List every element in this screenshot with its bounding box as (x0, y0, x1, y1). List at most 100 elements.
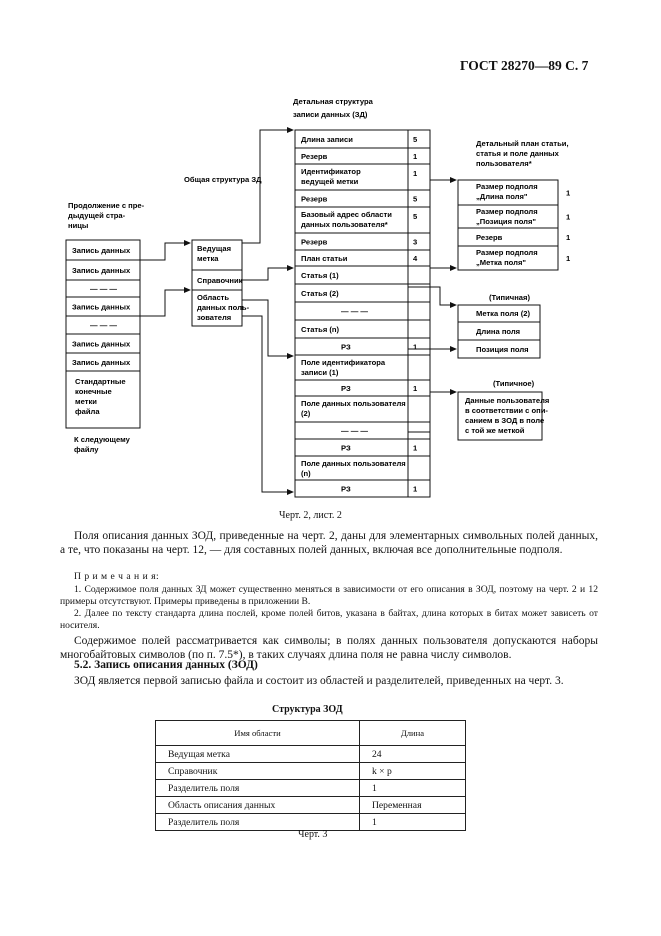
detail-column (294, 129, 431, 498)
entry-label: Метка поля (2) (476, 309, 530, 318)
column-header-area: Имя области (155, 720, 360, 746)
record-label: — — — (90, 285, 117, 294)
continuation-label: Продолжение с пре- (68, 201, 145, 210)
paragraph-1: Поля описания данных ЗОД, приведенные на… (60, 530, 598, 556)
plan-title: пользователя* (476, 159, 532, 168)
detail-field-label: ведущей метки (301, 177, 359, 186)
detail-field-length: 1 (413, 343, 418, 352)
detail-field-label: Резерв (301, 238, 328, 247)
general-structure-title: Общая структура ЗД (184, 175, 262, 184)
middle-label: Область (197, 293, 229, 302)
middle-label: данных поль- (197, 303, 250, 312)
detail-field-label: (2) (301, 409, 311, 418)
continuation-label: дыдущей стра- (68, 211, 126, 220)
user-data-label: санием в ЗОД в поле (465, 416, 544, 425)
continuation-label: ницы (68, 221, 88, 230)
detail-field-label: РЗ (341, 485, 351, 494)
detail-field-label: — — — (341, 307, 368, 316)
table-cell: k × p (358, 762, 467, 780)
detail-field-label: Базовый адрес области (301, 210, 392, 219)
record-label: Запись данных (72, 246, 131, 255)
plan-field-label: „Позиция поля" (476, 217, 536, 226)
detail-field-label: Статья (1) (301, 271, 339, 280)
plan-field-label: „Длина поля" (476, 192, 528, 201)
connector-arrow (140, 240, 191, 261)
table-cell: Разделитель поля (155, 813, 360, 831)
plan-field-label: „Метка поля" (476, 258, 526, 267)
record-label: Запись данных (72, 303, 131, 312)
file-end-label: Стандартные (75, 377, 126, 386)
notes-title: П р и м е ч а н и я: (74, 571, 160, 582)
detail-field-length: 1 (413, 169, 418, 178)
middle-label: метка (197, 254, 219, 263)
plan-field-length: 1 (566, 189, 571, 198)
record-label: — — — (90, 321, 117, 330)
page-header: ГОСТ 28270—89 С. 7 (460, 58, 589, 73)
detail-field-label: РЗ (341, 444, 351, 453)
plan-field-length: 1 (566, 254, 571, 263)
detail-field-length: 5 (413, 195, 418, 204)
connector-arrow (242, 265, 294, 281)
table-title: Структура ЗОД (272, 704, 343, 715)
record-label: Запись данных (72, 358, 131, 367)
detail-field-label: (n) (301, 469, 311, 478)
record-label: Запись данных (72, 340, 131, 349)
note-2: 2. Далее по тексту стандарта длина после… (60, 608, 598, 631)
paragraph-3: ЗОД является первой записью файла и сост… (74, 675, 564, 687)
structure-diagram: Детальная структура записи данных (ЗД) Общ… (65, 97, 571, 498)
user-data-label: с той же меткой (465, 426, 525, 435)
detail-field-length: 1 (413, 384, 418, 393)
plan-field-label: Размер подполя (476, 248, 538, 257)
user-data-label: Данные пользователя (465, 396, 549, 405)
middle-label: зователя (197, 313, 231, 322)
connector-arrow (408, 286, 457, 308)
detailed-structure-title: записи данных (ЗД) (293, 110, 368, 119)
entry-box (457, 304, 541, 359)
paragraph-2: Содержимое полей рассматривается как сим… (60, 635, 598, 661)
detail-field-label: Резерв (301, 195, 328, 204)
detail-field-label: записи (1) (301, 368, 339, 377)
middle-box (191, 289, 243, 327)
table-cell: Область описания данных (155, 796, 360, 814)
detail-field-label: Статья (2) (301, 289, 339, 298)
detail-field-label: Поле данных пользователя (301, 399, 406, 408)
detail-field-length: 4 (413, 254, 418, 263)
connector-arrow (140, 287, 191, 317)
detail-field-label: План статьи (301, 254, 348, 263)
plan-field-label: Размер подполя (476, 182, 538, 191)
figure-caption-2: Черт. 2, лист. 2 (279, 510, 342, 521)
entry-label: Длина поля (476, 327, 520, 336)
plan-title: Детальный план статьи, (476, 139, 569, 148)
detail-field-label: Поле идентификатора (301, 358, 386, 367)
entry-label: Позиция поля (476, 345, 529, 354)
file-end-label: файла (75, 407, 100, 416)
plan-title: статья и поле данных (476, 149, 560, 158)
detail-field-label: РЗ (341, 384, 351, 393)
plan-box (457, 179, 559, 271)
typical-label: (Типичная) (489, 293, 530, 302)
table-cell: 24 (358, 745, 467, 763)
middle-label: Ведущая (197, 244, 231, 253)
detail-field-label: Идентификатор (301, 167, 361, 176)
detail-field-length: 3 (413, 238, 417, 247)
connector-arrow (242, 315, 294, 495)
detail-field-label: Статья (n) (301, 325, 340, 334)
file-end-label: метки (75, 397, 97, 406)
detail-field-length: 5 (413, 212, 418, 221)
record-label: Запись данных (72, 266, 131, 275)
figure-caption-3: Черт. 3 (298, 829, 328, 840)
table-cell: Разделитель поля (155, 779, 360, 797)
next-file-label: К следующему (74, 435, 131, 444)
detail-field-label: Резерв (301, 152, 328, 161)
typical-label: (Типичное) (493, 379, 535, 388)
detailed-structure-title: Детальная структура (293, 97, 374, 106)
column-header-length: Длина (358, 720, 467, 746)
connector-arrow (242, 299, 294, 359)
detail-field-label: данных пользователя* (301, 220, 388, 229)
next-file-label: файлу (74, 445, 99, 454)
